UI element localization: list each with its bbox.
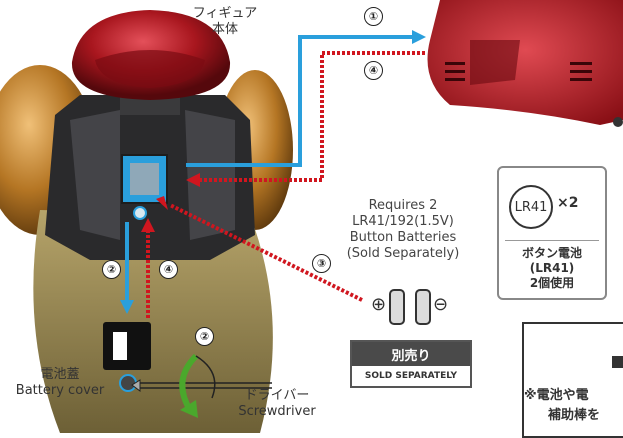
battery-type-badge: LR41 [509, 185, 553, 229]
note-square-icon [612, 356, 623, 368]
note-line-2: 補助棒を [548, 404, 600, 423]
req-line-1: Requires 2 [308, 198, 498, 214]
minus-terminal-icon: ⊖ [433, 294, 448, 315]
battery-box-text: ボタン電池 (LR41) 2個使用 [499, 246, 605, 291]
step-2-badge: ② [102, 260, 121, 279]
sold-separately-badge: 別売り SOLD SEPARATELY [350, 340, 472, 388]
box-divider [505, 240, 599, 241]
step-4-badge-bottom: ④ [159, 260, 178, 279]
red-armor-part [428, 0, 623, 127]
note-line-1: ※電池や電 [524, 384, 589, 403]
step-1-badge: ① [364, 7, 383, 26]
screw [134, 207, 146, 219]
req-line-2: LR41/192(1.5V) [308, 214, 498, 230]
figure-body-label: フィギュア 本体 [190, 6, 260, 38]
note-box: ※電池や電 補助棒を [522, 322, 623, 438]
sold-separately-en: SOLD SEPARATELY [352, 366, 470, 386]
req-line-3: Button Batteries [308, 230, 498, 246]
battery-info-box: LR41 ×2 ボタン電池 (LR41) 2個使用 [497, 166, 607, 300]
step-2-badge-screwdriver: ② [195, 327, 214, 346]
screwdriver-label: ドライバー Screwdriver [222, 388, 332, 420]
battery-count: ×2 [557, 195, 578, 211]
step-4-badge-top: ④ [364, 61, 383, 80]
battery-requirement-text: Requires 2 LR41/192(1.5V) Button Batteri… [308, 198, 498, 262]
req-line-4: (Sold Separately) [308, 246, 498, 262]
plus-terminal-icon: ⊕ [371, 294, 386, 315]
button-batteries [390, 290, 430, 324]
sold-separately-jp: 別売り [352, 342, 470, 366]
battery-cover-label: 電池蓋 Battery cover [0, 367, 120, 399]
